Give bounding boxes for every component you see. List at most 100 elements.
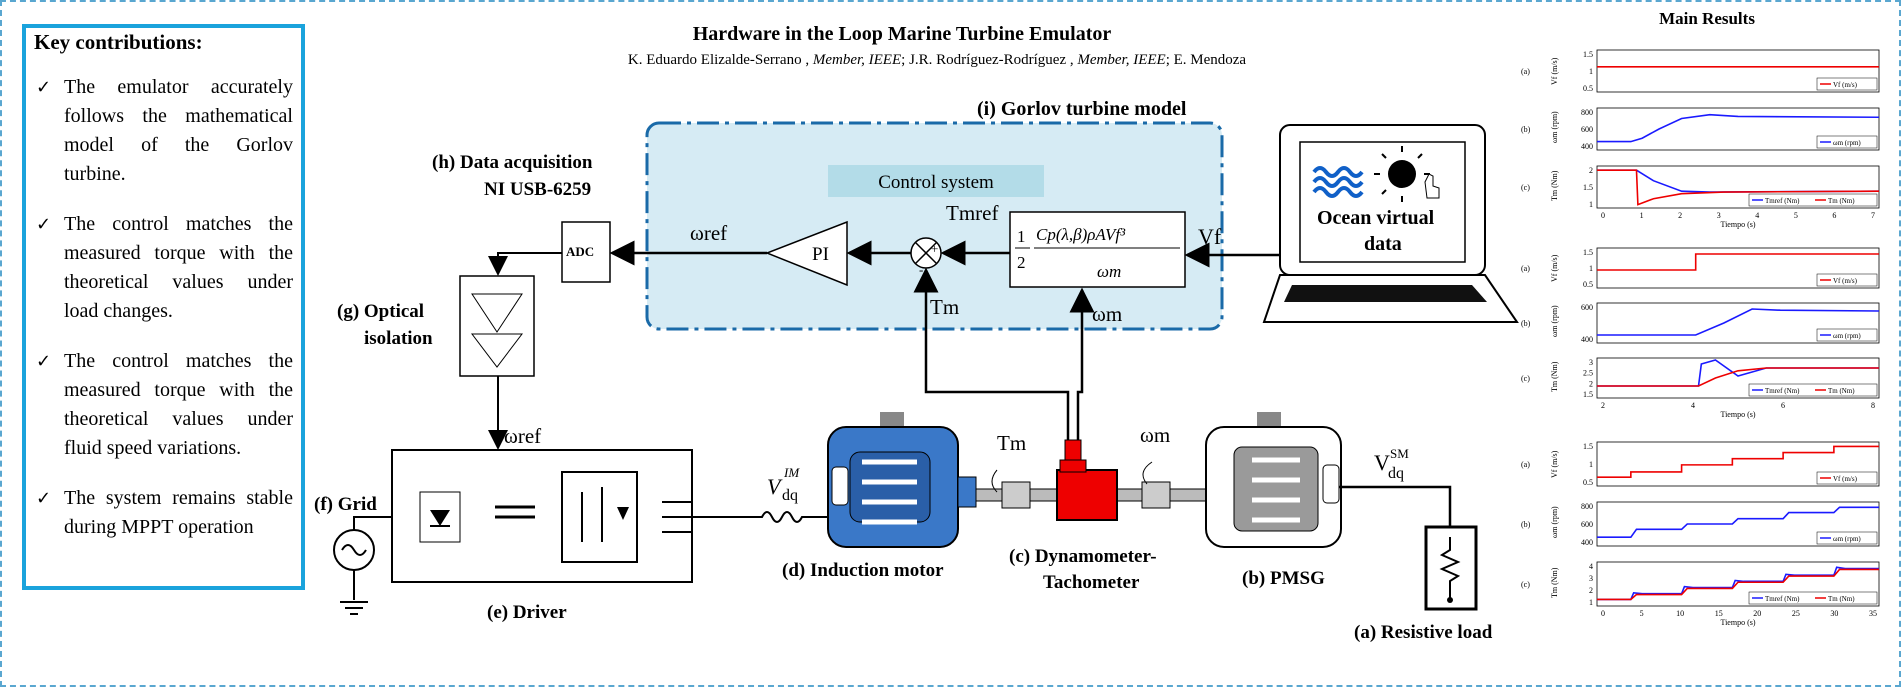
tick-label: 6 <box>1781 401 1785 410</box>
induction-motor <box>827 412 977 548</box>
panel-letter: (a) <box>1521 460 1530 469</box>
grid-label: (f) Grid <box>314 494 377 515</box>
panel-letter: (c) <box>1521 183 1530 192</box>
tm-ref-label: Tmref <box>946 201 998 225</box>
legend <box>1748 383 1878 397</box>
formula-half-den: 2 <box>1017 253 1026 272</box>
coupling <box>1001 481 1031 509</box>
tick-label: 2 <box>1601 401 1605 410</box>
tick-label: 0.5 <box>1583 84 1593 93</box>
tick-label: 15 <box>1715 609 1723 618</box>
tick-label: 0.5 <box>1583 280 1593 289</box>
axis-label: ωm (rpm) <box>1550 305 1559 337</box>
results-title: Main Results <box>1659 9 1755 28</box>
key-contributions-panel: Key contributions: ✓The emulator accurat… <box>22 24 305 590</box>
tick-label: 600 <box>1581 520 1593 529</box>
omega-ref-driver-label: ωref <box>504 424 541 448</box>
tick-label: 2 <box>1678 211 1682 220</box>
adc-box <box>561 221 611 283</box>
series-line <box>1597 253 1879 271</box>
pi-label: PI <box>812 244 829 265</box>
series-line <box>1597 113 1880 143</box>
optical-label-2: isolation <box>364 328 433 349</box>
axis-label: Tm (Nm) <box>1550 567 1559 598</box>
gorlov-label: (i) Gorlov turbine model <box>977 98 1187 120</box>
series-line <box>1597 568 1879 601</box>
panel-letter: (b) <box>1521 125 1531 134</box>
vf-label: Vf <box>1198 224 1222 249</box>
tick-label: 30 <box>1830 609 1838 618</box>
axis-label: Tiempo (s) <box>1720 410 1755 419</box>
legend <box>1816 273 1878 287</box>
tick-label: 0 <box>1601 211 1605 220</box>
series-line <box>1597 566 1879 601</box>
legend-entry: Tm (Nm) <box>1828 595 1855 603</box>
axis-label: Tm (Nm) <box>1550 361 1559 392</box>
vdq-im-sub: dq <box>782 487 798 504</box>
driver-label: (e) Driver <box>487 602 567 623</box>
legend <box>1816 531 1878 545</box>
hand-pointer-icon <box>1424 173 1440 199</box>
legend-entry: Tm (Nm) <box>1828 387 1855 395</box>
axis-label: Tiempo (s) <box>1720 220 1755 229</box>
tick-label: 3 <box>1589 358 1593 367</box>
tick-label: 1.5 <box>1583 50 1593 59</box>
tick-label: 1.5 <box>1583 183 1593 192</box>
tick-label: 400 <box>1581 538 1593 547</box>
tick-label: 7 <box>1871 211 1875 220</box>
tick-label: 1 <box>1589 460 1593 469</box>
tick-label: 4 <box>1755 211 1759 220</box>
legend-entry: Tm (Nm) <box>1828 197 1855 205</box>
legend-entry: Vf (m/s) <box>1833 277 1858 285</box>
tick-label: 0 <box>1601 609 1605 618</box>
contributions-title: Key contributions: <box>34 30 203 54</box>
legend <box>1816 328 1878 342</box>
tick-label: 800 <box>1581 108 1593 117</box>
legend <box>1816 471 1878 485</box>
tick-label: 0.5 <box>1583 478 1593 487</box>
legend <box>1816 135 1878 149</box>
coupling <box>1141 481 1171 509</box>
check-icon: ✓ <box>36 77 52 98</box>
legend-entry: ωm (rpm) <box>1833 332 1861 340</box>
tick-label: 20 <box>1753 609 1761 618</box>
ocean-label: Ocean virtual <box>1317 207 1435 229</box>
formula-half-num: 1 <box>1017 227 1026 246</box>
legend-entry: Vf (m/s) <box>1833 475 1858 483</box>
check-icon: ✓ <box>36 351 52 372</box>
axis-label: Vf (m/s) <box>1550 254 1559 282</box>
check-icon: ✓ <box>36 488 52 509</box>
tick-label: 2 <box>1589 586 1593 595</box>
tick-label: 4 <box>1589 562 1593 571</box>
tick-label: 400 <box>1581 335 1593 344</box>
tick-label: 3 <box>1589 574 1593 583</box>
tick-label: 800 <box>1581 502 1593 511</box>
tick-label: 5 <box>1794 211 1798 220</box>
contribution-item: ✓The control matches the measured torque… <box>34 347 293 463</box>
panel-letter: (b) <box>1521 520 1531 529</box>
omega-ref-label: ωref <box>690 221 727 245</box>
tick-label: 400 <box>1581 142 1593 151</box>
sun-icon <box>1374 146 1430 202</box>
contributions-list: ✓The emulator accurately follows the mat… <box>34 73 293 542</box>
sign-minus: - <box>919 262 923 277</box>
tick-label: 2 <box>1589 166 1593 175</box>
tick-label: 1.5 <box>1583 390 1593 399</box>
formula-denominator: ωm <box>1097 262 1121 281</box>
formula-numerator: Cp(λ,β)ρAVf³ <box>1036 225 1126 244</box>
legend-entry: Tmref (Nm) <box>1765 387 1800 395</box>
axis-label: Vf (m/s) <box>1550 450 1559 478</box>
authors-line: K. Eduardo Elizalde-Serrano , Member, IE… <box>627 52 1247 68</box>
tick-label: 1 <box>1589 598 1593 607</box>
optical-label: (g) Optical <box>337 301 424 322</box>
tick-label: 25 <box>1792 609 1800 618</box>
vdq-sm-sup: SM <box>1390 446 1409 461</box>
dynamometer <box>1056 469 1118 521</box>
contribution-item: ✓The system remains stable during MPPT o… <box>34 484 293 542</box>
tick-label: 1 <box>1589 200 1593 209</box>
daq-label: (h) Data acquisition <box>432 152 593 173</box>
ocean-label-2: data <box>1364 233 1402 255</box>
axis-label: Vf (m/s) <box>1550 57 1559 85</box>
tick-label: 8 <box>1871 401 1875 410</box>
